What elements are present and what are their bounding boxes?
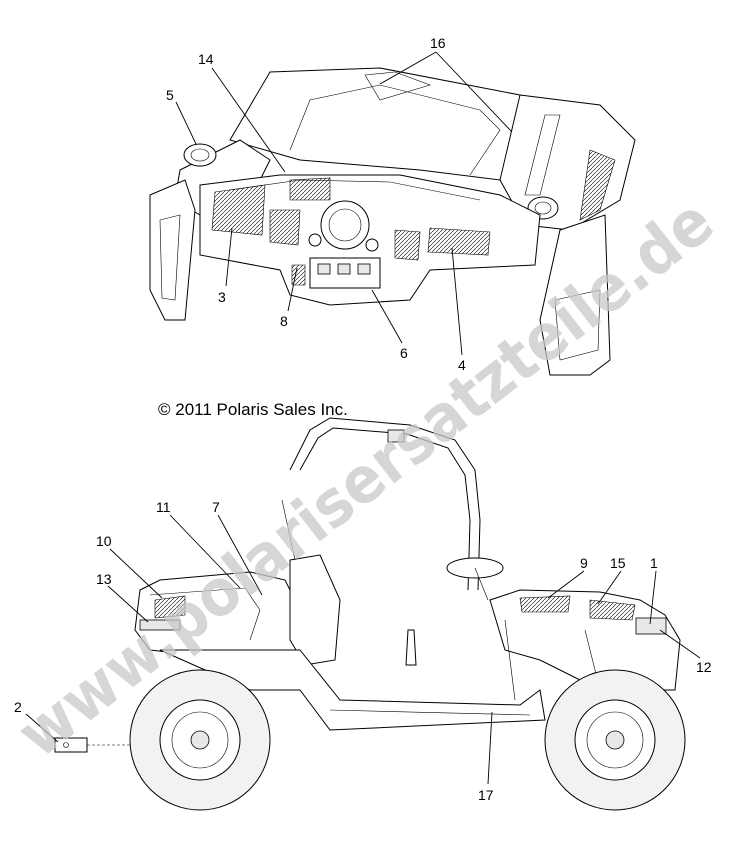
callout-15: 15	[610, 555, 626, 571]
callout-5: 5	[166, 87, 174, 103]
bottom-callouts: 11 7 10 13 9 15 1 12 2 17	[14, 499, 712, 803]
callout-12: 12	[696, 659, 712, 675]
top-leader-lines	[175, 51, 513, 356]
dashboard-assembly	[149, 67, 636, 376]
callout-6: 6	[400, 345, 408, 361]
callout-16: 16	[430, 35, 446, 51]
decal-3	[211, 184, 266, 236]
copyright-text: © 2011 Polaris Sales Inc.	[158, 400, 348, 419]
callout-11: 11	[156, 499, 171, 515]
callout-4: 4	[458, 357, 466, 373]
bottom-leader-lines	[25, 514, 701, 785]
callout-14: 14	[198, 51, 214, 67]
callout-3: 3	[218, 289, 226, 305]
callout-10: 10	[96, 533, 112, 549]
top-callouts: 16 14 5 3 8 6 4	[166, 35, 466, 373]
vehicle-side-view	[54, 417, 686, 811]
callout-1: 1	[650, 555, 658, 571]
callout-7: 7	[212, 499, 220, 515]
callout-8: 8	[280, 313, 288, 329]
callout-17: 17	[478, 787, 494, 803]
decal-4	[427, 227, 491, 256]
callout-9: 9	[580, 555, 588, 571]
callout-2: 2	[14, 699, 22, 715]
callout-13: 13	[96, 571, 112, 587]
decal-14	[289, 177, 331, 201]
